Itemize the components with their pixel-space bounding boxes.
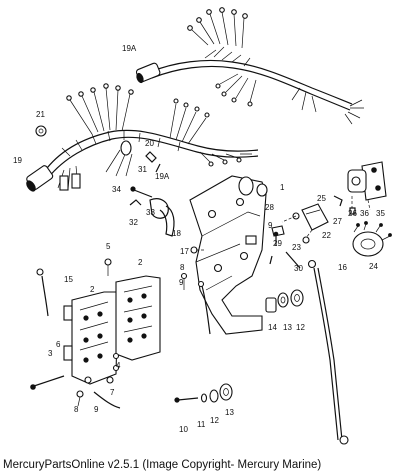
callout-17: 17 <box>180 247 189 256</box>
callout-24: 23 <box>292 243 301 252</box>
callout-6: 6 <box>56 340 61 349</box>
callout-12: 12 <box>296 323 305 332</box>
callout-15: 15 <box>64 275 73 284</box>
callout-9: 9 <box>268 221 273 230</box>
callout-36: 35 <box>376 209 385 218</box>
ground-cable-16 <box>307 259 349 445</box>
callout-25: 24 <box>369 262 378 271</box>
callout-32: 31 <box>138 165 147 174</box>
callout-2-right: 2 <box>138 258 143 267</box>
callout-30: 29 <box>273 239 282 248</box>
callout-22: 21 <box>36 110 45 119</box>
upper-wiring-harness <box>135 7 364 125</box>
washer-stack-lower <box>174 383 233 403</box>
switch-box-fasteners <box>30 246 211 409</box>
callout-18: 18 <box>172 229 181 238</box>
callout-31: 30 <box>294 264 303 273</box>
callout-23: 22 <box>322 231 331 240</box>
small-fasteners-group <box>35 125 175 237</box>
callout-29: 28 <box>265 203 274 212</box>
callout-12-bottom: 12 <box>210 416 219 425</box>
image-caption: MercuryPartsOnline v2.5.1 (Image Copyrig… <box>3 459 322 471</box>
starter-solenoid <box>333 161 387 215</box>
callout-37: 36 <box>360 209 369 218</box>
callout-16: 16 <box>338 263 347 272</box>
callout-labels: 19A 21 19 20 31 19A 34 33 32 18 1 28 9 2… <box>13 44 385 434</box>
callout-3: 3 <box>48 349 53 358</box>
callout-20: 19A <box>155 172 170 181</box>
rectifier-23 <box>269 203 329 269</box>
switch-box-left <box>63 291 119 385</box>
callout-13: 13 <box>283 323 292 332</box>
callout-14: 14 <box>268 323 277 332</box>
callout-9-bottom: 9 <box>94 405 99 414</box>
callout-19: 19 <box>13 156 22 165</box>
callout-35: 34 <box>112 185 121 194</box>
callout-10: 10 <box>179 425 188 434</box>
callout-26: 25 <box>317 194 326 203</box>
callout-21: 20 <box>145 139 154 148</box>
callout-33: 32 <box>129 218 138 227</box>
callout-27: 26 <box>348 209 357 218</box>
callout-9-mid: 9 <box>179 278 184 287</box>
lower-wiring-harness <box>26 83 259 192</box>
callout-7: 7 <box>110 388 115 397</box>
callout-13-bottom: 13 <box>225 408 234 417</box>
callout-5: 5 <box>106 242 111 251</box>
washer-stack-upper <box>265 289 304 313</box>
switch-box-right <box>115 275 161 361</box>
callout-28: 27 <box>333 217 342 226</box>
callout-4: 4 <box>116 361 121 370</box>
callout-8-top: 8 <box>180 263 185 272</box>
callout-19A: 19A <box>122 44 137 53</box>
callout-34: 33 <box>146 208 155 217</box>
ignition-switch <box>352 221 392 257</box>
callout-1: 1 <box>280 183 285 192</box>
callout-2-left: 2 <box>90 285 95 294</box>
mounting-bracket <box>189 175 268 335</box>
callout-8-bottom: 8 <box>74 405 79 414</box>
callout-11: 11 <box>197 420 206 429</box>
